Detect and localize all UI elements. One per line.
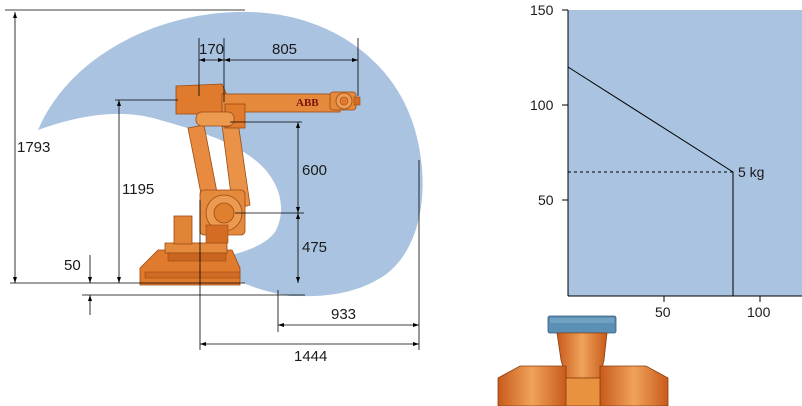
work-envelope-area <box>38 11 423 297</box>
robot-upper-arm <box>175 83 229 115</box>
dim-933: 933 <box>331 306 356 323</box>
dim-1195: 1195 <box>122 181 154 198</box>
load-label: 5 kg <box>738 164 764 180</box>
tool-flange-illustration <box>497 315 669 406</box>
dim-50: 50 <box>64 257 81 274</box>
dim-805: 805 <box>272 41 297 58</box>
y-tick-100: 100 <box>530 97 554 113</box>
dim-170: 170 <box>199 41 224 58</box>
dim-1444: 1444 <box>294 348 327 365</box>
dim-475: 475 <box>302 239 327 256</box>
dim-600: 600 <box>302 162 327 179</box>
work-envelope-diagram <box>38 11 423 297</box>
x-tick-50: 50 <box>655 304 671 320</box>
dimension-lines <box>5 9 420 350</box>
y-tick-50: 50 <box>538 192 554 208</box>
y-tick-150: 150 <box>530 2 554 18</box>
robot-illustration: ABB <box>139 83 361 286</box>
x-tick-100: 100 <box>747 304 771 320</box>
robot-brand-logo: ABB <box>296 97 319 109</box>
dim-1793: 1793 <box>17 139 50 156</box>
load-diagram <box>562 9 802 302</box>
load-diagram-area <box>568 10 802 296</box>
